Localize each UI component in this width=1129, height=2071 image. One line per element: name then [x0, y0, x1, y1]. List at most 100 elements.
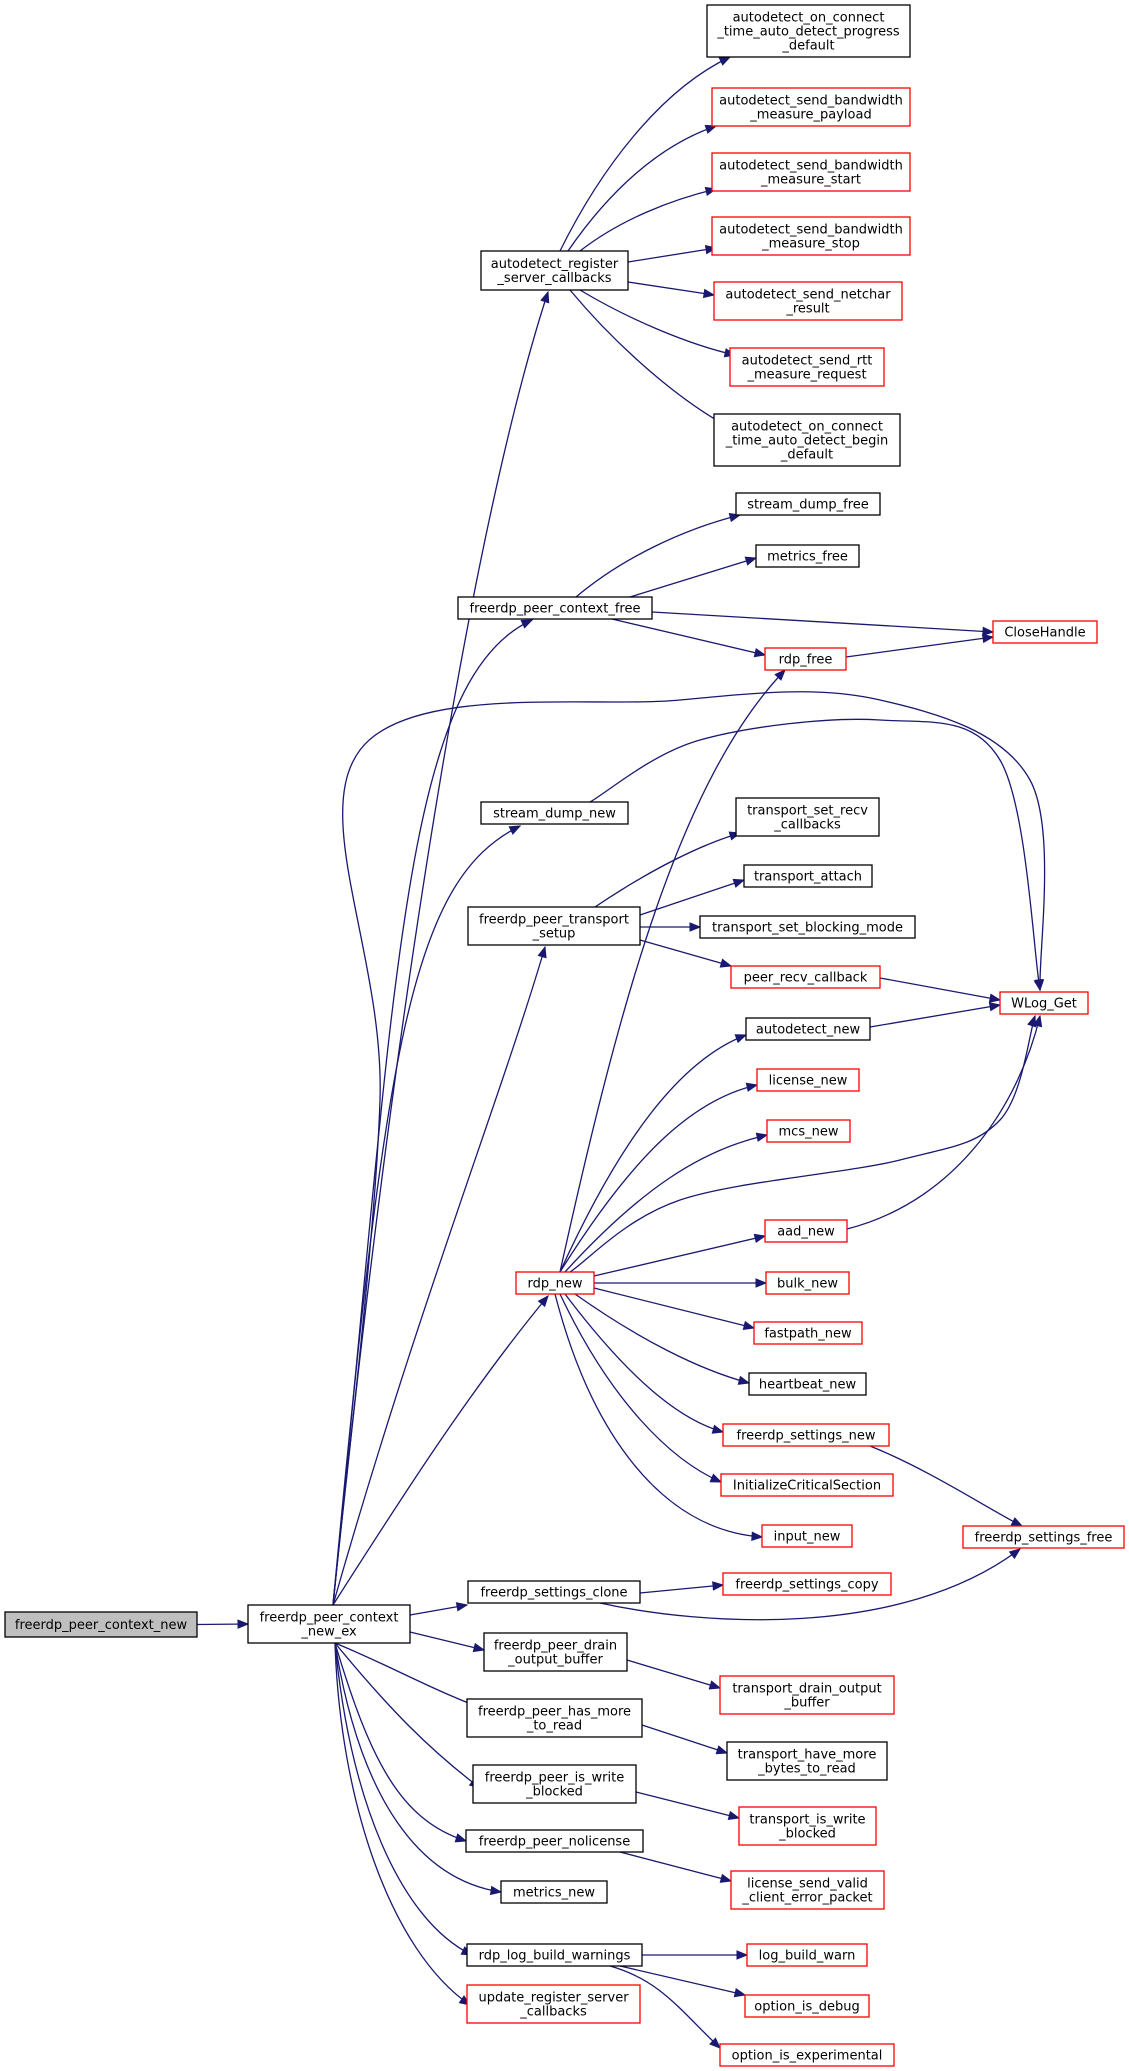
node-initcs[interactable]: InitializeCriticalSection [720, 1473, 894, 1497]
edge-setclone-to-setfree [599, 1548, 1022, 1621]
node-wlog[interactable]: WLog_Get [999, 991, 1089, 1015]
edges-layer [196, 56, 1046, 2049]
arrowhead [508, 825, 522, 835]
edge-ctxex-to-rdpnew [332, 1294, 549, 1606]
node-inputnew[interactable]: input_new [761, 1524, 853, 1548]
node-box [999, 991, 1089, 1015]
node-logwarn[interactable]: log_build_warn [746, 1943, 868, 1967]
arrowhead [737, 1375, 751, 1385]
node-closeh[interactable]: CloseHandle [992, 620, 1098, 644]
node-setnew[interactable]: freerdp_settings_new [722, 1423, 890, 1447]
node-label-line: rdp_log_build_warnings [479, 1949, 631, 1964]
node-box [467, 1580, 641, 1604]
node-box [247, 1604, 411, 1644]
node-adbwstart[interactable]: autodetect_send_bandwidth_measure_start [711, 152, 911, 192]
node-nolic[interactable]: freerdp_peer_nolicense [465, 1829, 644, 1853]
node-tdrain[interactable]: transport_drain_output_buffer [719, 1675, 895, 1715]
node-label-line: transport_is_write [749, 1813, 865, 1828]
node-box [722, 1423, 890, 1447]
node-hbnew[interactable]: heartbeat_new [748, 1372, 867, 1396]
node-label-line: license_new [769, 1074, 848, 1089]
node-ctxfree[interactable]: freerdp_peer_context_free [457, 596, 653, 620]
node-box [730, 965, 881, 989]
node-setcopy[interactable]: freerdp_settings_copy [722, 1572, 892, 1596]
node-updreg[interactable]: update_register_server_callbacks [466, 1984, 641, 2024]
node-adprog[interactable]: autodetect_on_connect_time_auto_detect_p… [706, 4, 911, 58]
node-adnew[interactable]: autodetect_new [745, 1017, 871, 1041]
node-box [755, 544, 860, 568]
node-box [466, 1984, 641, 2024]
node-aadnew[interactable]: aad_new [764, 1219, 848, 1243]
node-metfree[interactable]: metrics_free [755, 544, 860, 568]
node-peerrecv[interactable]: peer_recv_callback [730, 965, 881, 989]
node-adbegin[interactable]: autodetect_on_connect_time_auto_detect_b… [713, 413, 901, 467]
node-iswrite[interactable]: freerdp_peer_is_write_blocked [472, 1764, 637, 1804]
node-box [719, 1675, 895, 1715]
edge-ctxex-to-iswrite [334, 1642, 482, 1789]
node-setfree[interactable]: freerdp_settings_free [962, 1525, 1125, 1549]
edge-ctxex-to-setclone [409, 1602, 469, 1616]
node-adbwpay[interactable]: autodetect_send_bandwidth_measure_payloa… [711, 87, 911, 127]
arrowhead [540, 290, 550, 304]
arrowhead [982, 626, 995, 637]
node-box [735, 797, 880, 837]
node-label-line: metrics_new [513, 1886, 595, 1901]
edge-sdnew-to-wlog [589, 718, 1043, 992]
node-hasmore[interactable]: freerdp_peer_has_more_to_read [466, 1698, 643, 1738]
node-box [699, 915, 916, 939]
node-box [515, 1271, 595, 1295]
node-adrtt[interactable]: autodetect_send_rtt_measure_request [729, 347, 885, 387]
edge-rdpnew-to-initcs [559, 1293, 723, 1483]
node-box [764, 1219, 848, 1243]
node-mcsnew[interactable]: mcs_new [766, 1119, 851, 1143]
node-optdebug[interactable]: option_is_debug [744, 1994, 870, 2018]
node-tiswrite[interactable]: transport_is_write_blocked [738, 1806, 877, 1846]
arrowhead [719, 1873, 733, 1883]
node-box [720, 1473, 894, 1497]
node-label-line: CloseHandle [1004, 626, 1085, 641]
node-label-line: _default [781, 39, 834, 54]
edge-hasmore-to-thavemore [641, 1724, 729, 1755]
node-rdpnew[interactable]: rdp_new [515, 1271, 595, 1295]
edge-ctxex-to-metnew [334, 1642, 503, 1896]
node-label-line: transport_drain_output [732, 1682, 881, 1697]
node-sdnew[interactable]: stream_dump_new [480, 801, 629, 825]
node-setclone[interactable]: freerdp_settings_clone [467, 1580, 641, 1604]
node-adreg[interactable]: autodetect_register_server_callbacks [480, 250, 629, 291]
node-thavemore[interactable]: transport_have_more_bytes_to_read [726, 1741, 888, 1781]
edge-ctxfree-to-sdfree [575, 512, 742, 598]
node-fastnew[interactable]: fastpath_new [753, 1321, 863, 1345]
node-sdfree[interactable]: stream_dump_free [735, 492, 881, 516]
node-label-line: _callbacks [519, 2005, 587, 2020]
edge-adnew-to-wlog [869, 1002, 1002, 1028]
node-box [480, 801, 629, 825]
node-tattach[interactable]: transport_attach [743, 864, 873, 888]
node-adbwstop[interactable]: autodetect_send_bandwidth_measure_stop [711, 216, 911, 256]
node-metnew[interactable]: metrics_new [500, 1880, 608, 1904]
edge-ctxex-to-ctxfree [332, 619, 534, 1606]
node-tsetup[interactable]: freerdp_peer_transport_setup [467, 906, 641, 946]
node-box [457, 596, 653, 620]
arrowhead [719, 958, 733, 968]
node-label-line: stream_dump_new [493, 807, 616, 822]
node-drain[interactable]: freerdp_peer_drain_output_buffer [483, 1632, 628, 1672]
node-box [726, 1741, 888, 1781]
node-licsend[interactable]: license_send_valid_client_error_packet [730, 1870, 885, 1910]
node-bulknew[interactable]: bulk_new [765, 1271, 850, 1295]
node-adnetchar[interactable]: autodetect_send_netchar_result [713, 281, 903, 321]
node-optexp[interactable]: option_is_experimental [719, 2043, 895, 2067]
node-ctxex[interactable]: freerdp_peer_context_new_ex [247, 1604, 411, 1644]
node-label-line: option_is_experimental [732, 2049, 883, 2064]
node-licnew[interactable]: license_new [756, 1068, 860, 1092]
node-tsrecv[interactable]: transport_set_recv_callbacks [735, 797, 880, 837]
node-label-line: freerdp_peer_nolicense [479, 1835, 630, 1850]
node-tblock[interactable]: transport_set_blocking_mode [699, 915, 916, 939]
node-root: freerdp_peer_context_new [4, 1611, 198, 1638]
arrowhead [751, 1531, 764, 1542]
node-logbw[interactable]: rdp_log_build_warnings [466, 1943, 643, 1967]
node-box [761, 1524, 853, 1548]
node-rdpfree[interactable]: rdp_free [764, 647, 847, 671]
arrowhead [988, 1002, 1002, 1012]
node-label-line: autodetect_send_netchar [725, 288, 891, 303]
arrowhead [237, 1619, 250, 1629]
